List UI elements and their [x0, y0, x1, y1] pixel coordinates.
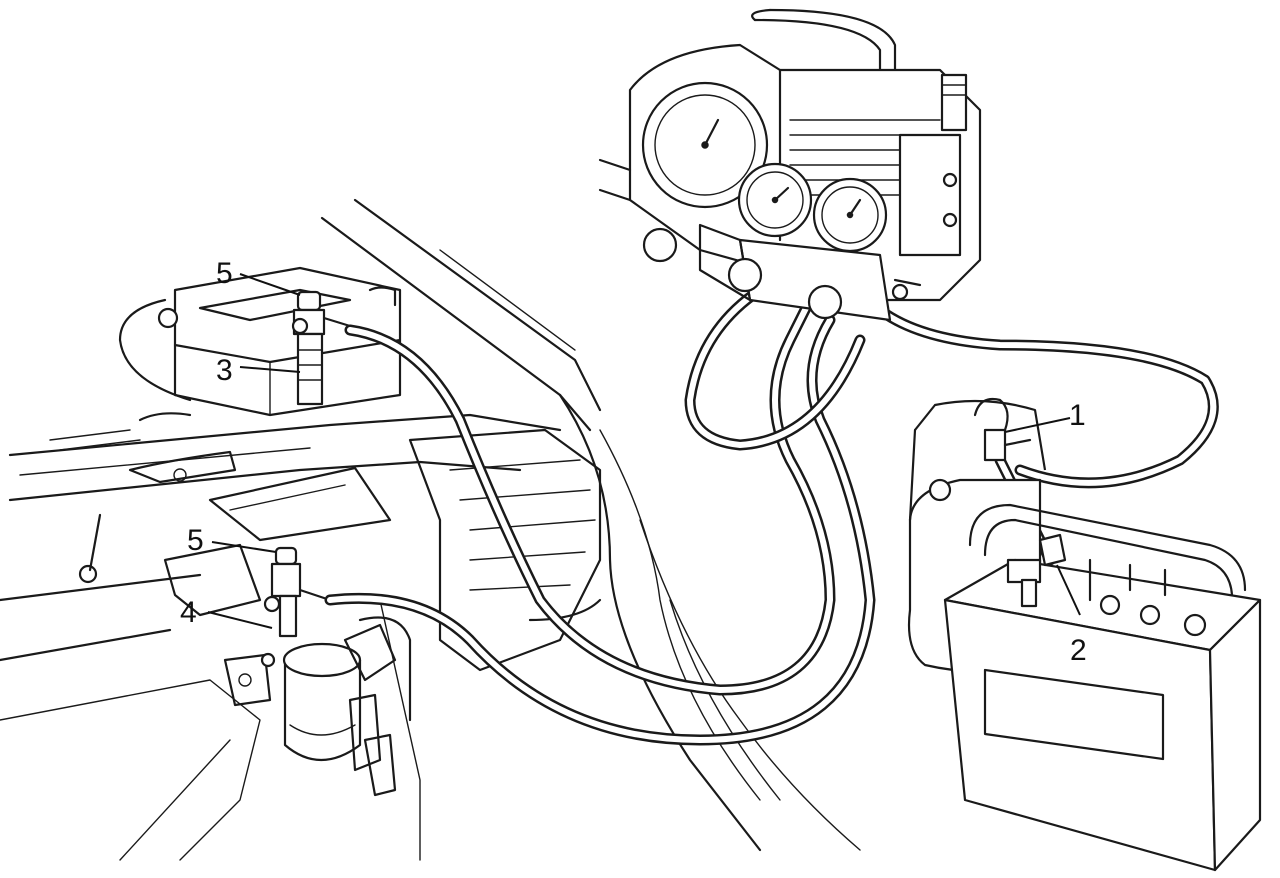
charging-station [598, 8, 982, 322]
callout-5-lower-label: 5 [187, 524, 204, 557]
callout-4: 4 [180, 596, 273, 629]
callout-2: 2 [1056, 564, 1087, 667]
low-side-service-fitting [260, 546, 332, 668]
receiver-drier [282, 616, 412, 797]
vehicle-body [0, 198, 861, 861]
vacuum-pump-unit [943, 503, 1262, 872]
callout-5-lower: 5 [187, 524, 277, 557]
callout-5-upper-label: 5 [216, 257, 233, 290]
callout-1: 1 [1004, 399, 1086, 433]
callout-3-label: 3 [216, 354, 233, 387]
callout-2-label: 2 [1070, 634, 1087, 667]
high-side-service-fitting [291, 290, 352, 406]
vehicle-battery [49, 266, 402, 451]
callout-4-label: 4 [180, 596, 197, 629]
callout-5-upper: 5 [216, 257, 301, 296]
callout-1-label: 1 [1069, 399, 1086, 432]
callout-3: 3 [216, 354, 301, 387]
